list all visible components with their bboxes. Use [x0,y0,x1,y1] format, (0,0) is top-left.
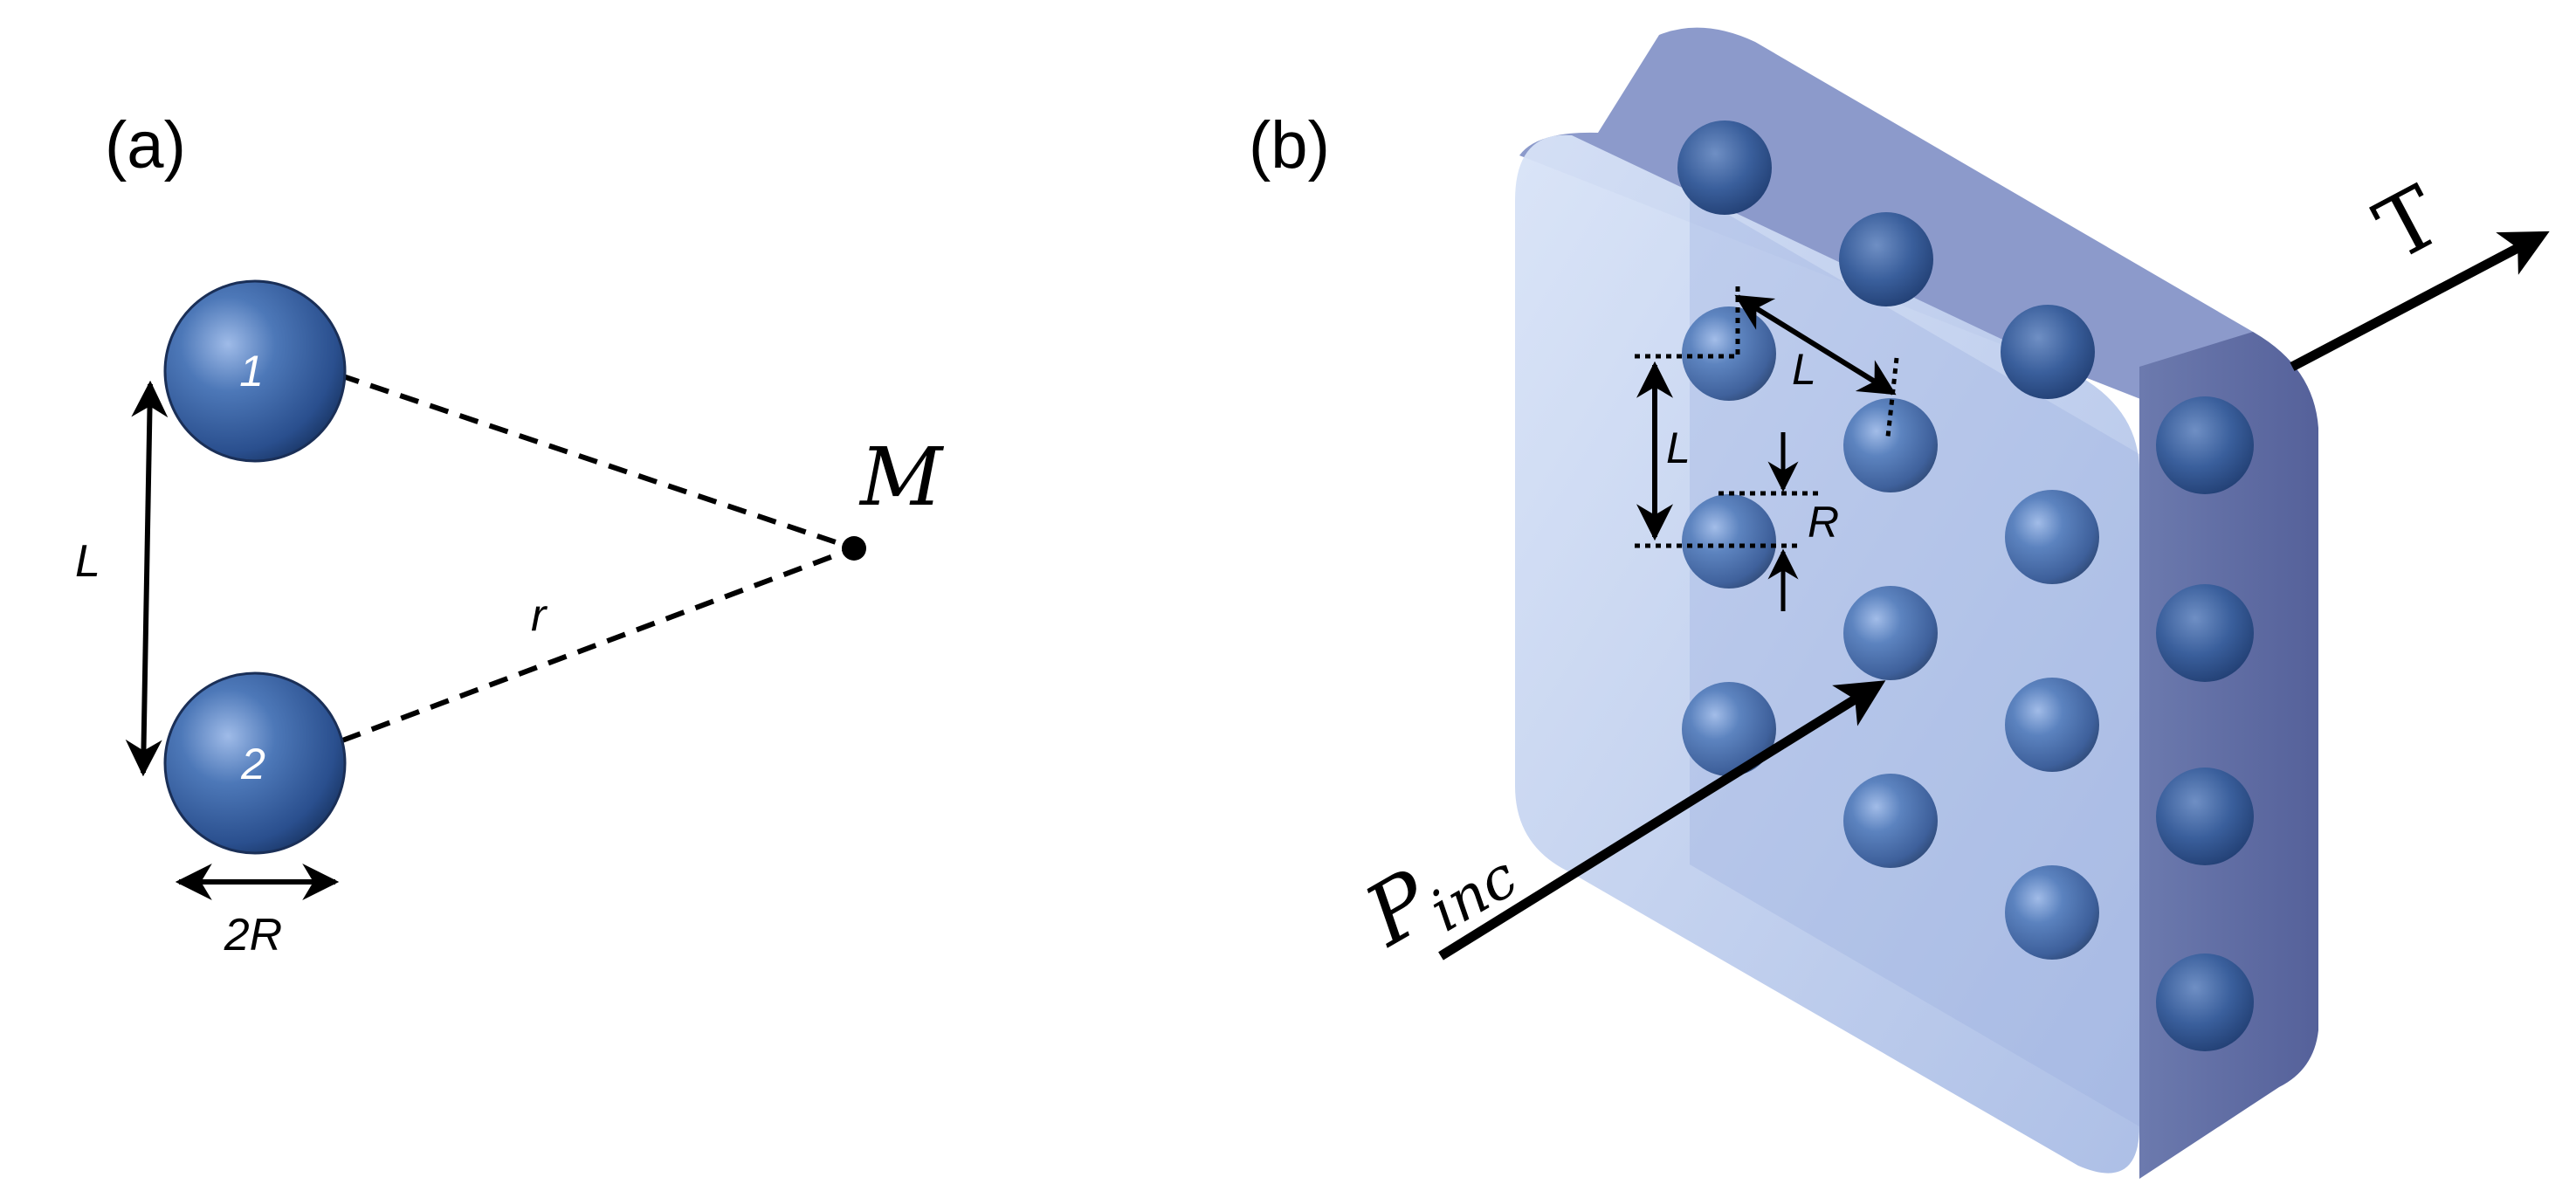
radius-label: R [1808,498,1839,547]
sphere-b [2156,953,2254,1051]
separation-arrow [125,380,169,777]
transmitted-label-text: T [2360,167,2455,279]
vertical-spacing-label: L [1666,423,1691,472]
distance-label: r [531,590,548,641]
sphere-b [2005,678,2099,772]
sphere-b [1843,398,1938,492]
sphere-b [1682,494,1776,589]
sphere-1 [163,279,347,463]
sphere-b [2156,584,2254,682]
panel-a: (a) M 1 2 L 2R r [75,108,945,960]
svg-text:Pinc: Pinc [1348,808,1528,974]
point-m-label: M [858,430,945,524]
panel-b: (b) [1249,27,2550,1179]
incident-label: Pinc [1348,808,1528,974]
incident-arrow [1438,680,1886,960]
point-m [842,536,866,561]
diagonal-spacing-arrow [1734,294,1897,396]
dashed-line-2-to-m [341,546,856,743]
sphere-b [2001,305,2095,399]
transmitted-label: T [2360,167,2455,279]
panel-a-label: (a) [105,108,186,182]
sphere-1-label: 1 [239,347,264,396]
sphere-b [1843,774,1938,868]
diagonal-spacing-label: L [1792,345,1816,394]
sphere-b [1839,212,1933,306]
dashed-line-1-to-m [340,373,855,551]
sphere-b [2156,396,2254,494]
separation-label: L [75,536,100,587]
sphere-b [2156,768,2254,865]
diameter-label: 2R [224,910,282,960]
sphere-b [2005,865,2099,960]
sphere-2-label: 2 [240,740,265,788]
panel-b-label: (b) [1249,108,1330,182]
sphere-b [1677,120,1772,215]
sphere-b [1682,682,1776,776]
sphere-b [1843,586,1938,680]
transmitted-arrow [2290,231,2550,371]
sphere-b [2005,490,2099,584]
sphere-b [1682,306,1776,401]
